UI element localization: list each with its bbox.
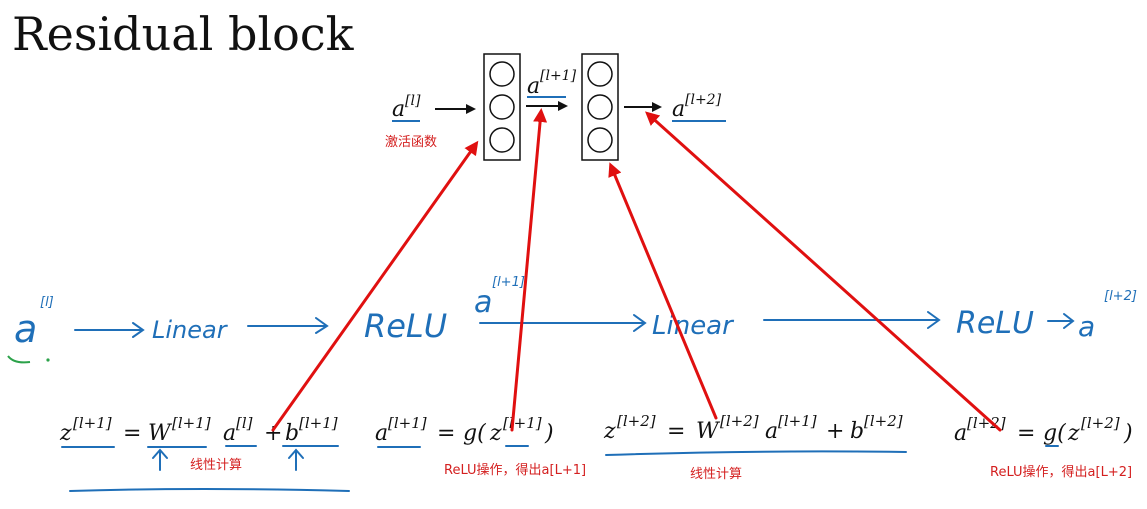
pointer-relu-1-to-mid <box>510 108 548 432</box>
svg-text:a: a <box>223 421 236 446</box>
input-label: a [l] <box>392 93 421 122</box>
hw-output-a: a <box>1078 310 1095 343</box>
equation-2: a [l+1] = g( z [l+1] ) <box>375 414 554 446</box>
pointer-linear-1-to-layer-1 <box>271 140 479 432</box>
svg-text:a: a <box>765 419 778 444</box>
note-relu-op-1: ReLU操作，得出a[L+1] <box>444 462 586 478</box>
svg-text:a: a <box>954 421 967 446</box>
svg-text:a: a <box>375 421 388 446</box>
svg-text:W: W <box>696 419 721 444</box>
svg-text:[l+1]: [l+1] <box>172 414 211 432</box>
svg-text:[l+1]: [l+1] <box>540 68 577 84</box>
neuron-2-2 <box>587 94 613 120</box>
equation-3: z [l+2] = W [l+2] a [l+1] + b [l+2] <box>603 412 903 444</box>
svg-text:[l+2]: [l+2] <box>720 412 759 430</box>
note-linear-calc-1: 线性计算 <box>190 458 242 473</box>
hw-mid-sup: [l+1] <box>492 275 525 290</box>
hw-green-mark <box>7 355 31 364</box>
handwritten-flow: a [l] Linear ReLU a [l+1] Linear ReLU a … <box>7 275 1137 364</box>
layer-2-box <box>581 53 619 161</box>
layer-1-box <box>483 53 521 161</box>
slide-title: Residual block <box>12 7 355 61</box>
svg-text:g(: g( <box>1043 421 1066 446</box>
svg-text:g(: g( <box>463 421 486 446</box>
svg-text:=: = <box>1017 421 1035 446</box>
svg-text:b: b <box>285 421 299 446</box>
equation-1: z [l+1] = W [l+1] a [l] + b [l+1] <box>59 414 338 446</box>
svg-text:[l+2]: [l+2] <box>864 412 903 430</box>
svg-text:z: z <box>1067 421 1080 446</box>
svg-text:[l+2]: [l+2] <box>685 92 722 108</box>
pointer-relu-2-to-output <box>645 111 1002 432</box>
svg-text:[l+1]: [l+1] <box>299 414 338 432</box>
up-arrow-1 <box>152 448 168 471</box>
svg-text:W: W <box>148 421 173 446</box>
neuron-1-1 <box>489 61 515 87</box>
svg-text:=: = <box>437 421 455 446</box>
svg-text:[l+2]: [l+2] <box>617 412 656 430</box>
equation-underlines <box>61 445 1059 492</box>
neuron-2-3 <box>587 127 613 153</box>
red-pointer-arrows <box>271 108 1002 432</box>
svg-text:[l]: [l] <box>236 414 253 432</box>
svg-text:b: b <box>850 419 864 444</box>
svg-text:z: z <box>603 419 616 444</box>
note-linear-calc-2: 线性计算 <box>690 467 742 482</box>
svg-text:a: a <box>527 74 540 99</box>
up-arrows <box>152 448 304 471</box>
hw-input-sup: [l] <box>40 295 54 310</box>
svg-text:[l+2]: [l+2] <box>1081 414 1120 432</box>
svg-text:[l+1]: [l+1] <box>503 414 542 432</box>
hw-green-dot <box>46 358 50 362</box>
up-arrow-2 <box>288 448 304 471</box>
svg-text:[l]: [l] <box>405 93 421 109</box>
hw-output-sup: [l+2] <box>1104 289 1137 304</box>
neuron-1-3 <box>489 127 515 153</box>
svg-text:+: + <box>826 419 844 444</box>
hw-linear-1: Linear <box>152 316 229 344</box>
output-label: a [l+2] <box>672 92 722 122</box>
neuron-2-1 <box>587 61 613 87</box>
mid-label: a [l+1] <box>527 68 577 99</box>
note-relu-op-2: ReLU操作，得出a[L+2] <box>990 464 1132 480</box>
svg-text:=: = <box>667 419 685 444</box>
neuron-1-2 <box>489 94 515 120</box>
svg-text:): ) <box>544 421 554 446</box>
svg-text:[l+1]: [l+1] <box>73 414 112 432</box>
svg-text:+: + <box>264 421 282 446</box>
svg-text:[l+1]: [l+1] <box>388 414 427 432</box>
svg-text:): ) <box>1123 421 1133 446</box>
hw-input-a: a <box>14 307 37 351</box>
hw-linear-2: Linear <box>652 311 735 341</box>
svg-text:a: a <box>672 97 685 122</box>
hw-relu-1: ReLU <box>364 307 447 345</box>
svg-text:[l+1]: [l+1] <box>778 412 817 430</box>
activation-note: 激活函数 <box>385 135 437 150</box>
hw-relu-2: ReLU <box>956 306 1034 341</box>
hw-mid-a: a <box>474 285 492 320</box>
handwritten-arrows <box>74 311 1075 338</box>
svg-text:a: a <box>392 97 405 122</box>
svg-text:=: = <box>123 421 141 446</box>
equation-4: a [l+2] = g( z [l+2] ) <box>954 414 1133 446</box>
svg-text:z: z <box>489 421 502 446</box>
pointer-linear-2-to-layer-2 <box>608 162 718 420</box>
svg-text:z: z <box>59 421 72 446</box>
